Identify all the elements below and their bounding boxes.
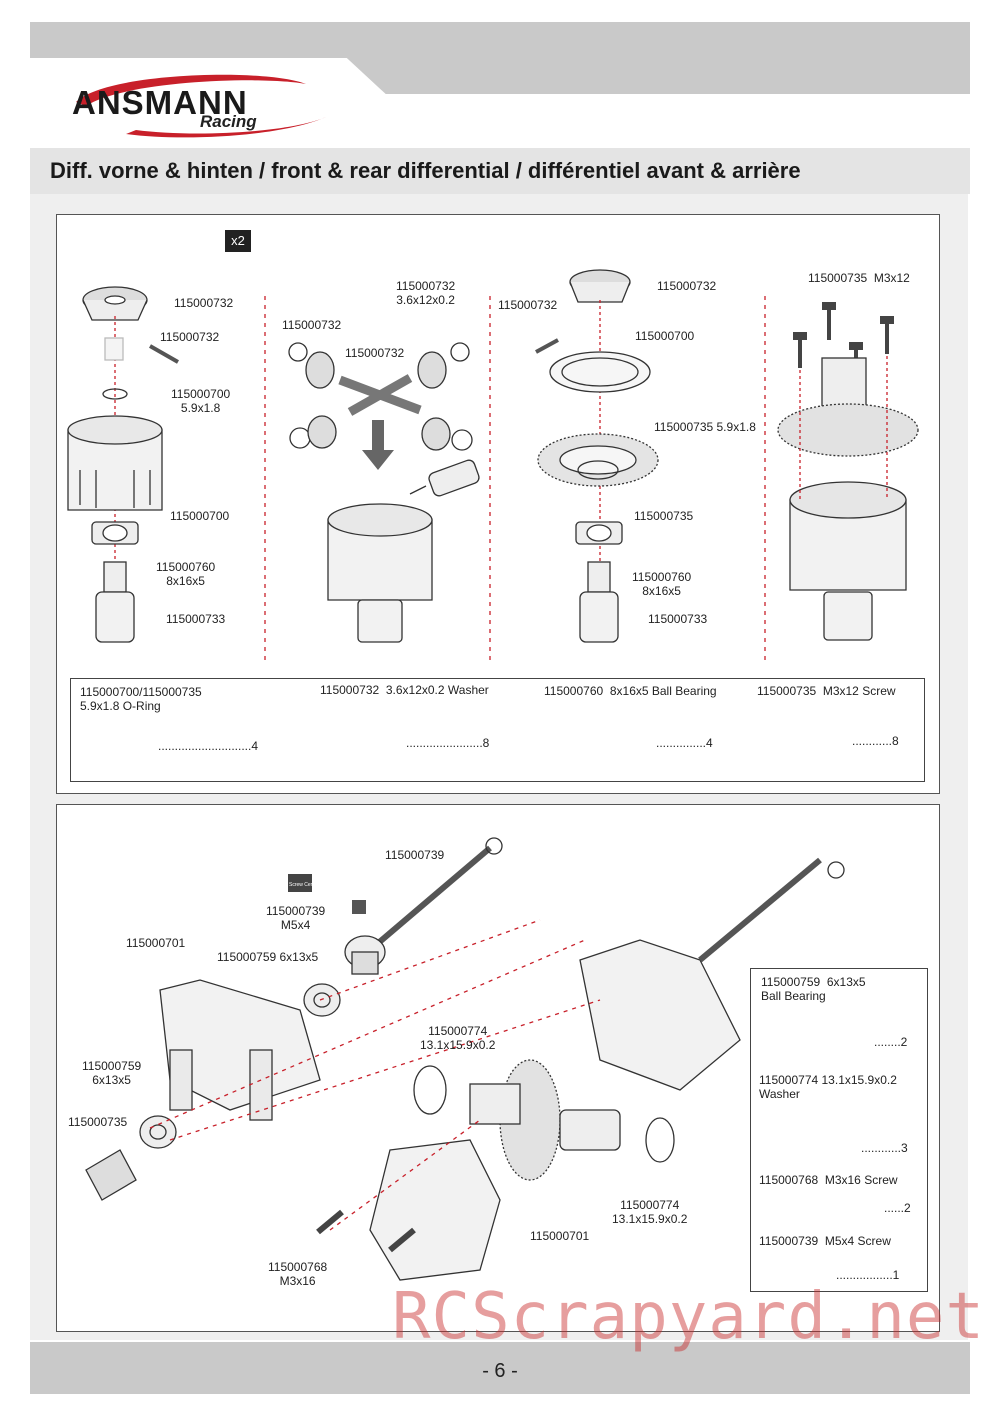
part-label: 115000700 [635,329,695,343]
washer-icon [645,1117,675,1163]
washer-icon [413,1065,447,1115]
bevel-gear-icon [82,286,148,321]
cup-joint-icon [344,935,386,975]
side-item-title: 115000774 13.1x15.9x0.2 Washer [759,1073,897,1101]
side-item-qty: ............3 [861,1141,908,1155]
ball-bearing-icon [91,521,139,545]
pinion-gear-icon [85,1149,137,1201]
grub-screw-icon [352,900,366,914]
part-label: 115000700 5.9x1.8 [171,387,231,415]
cup-joint-icon [579,561,619,643]
part-label: 115000733 [166,612,226,626]
part-label: 115000701 [126,936,186,950]
cup-joint-icon [95,561,135,643]
diff-assembly-icon [777,357,919,641]
brand-sub: Racing [200,112,257,131]
screw-icon [316,1209,416,1253]
center-diff-icon [469,1059,621,1181]
parts-item-qty: ...............4 [656,736,713,750]
drive-shaft-icon [698,857,822,963]
side-item-qty: ......2 [884,1201,911,1215]
side-parts-box [750,968,928,1292]
side-item-qty: .................1 [836,1268,900,1282]
part-label: 115000732 [345,346,405,360]
arrow-down-icon [362,420,394,470]
drive-shaft-icon [368,845,492,953]
part-label: 115000760 8x16x5 [632,570,692,598]
part-label: 115000774 13.1x15.9x0.2 [420,1024,496,1052]
logo-swoosh-icon [76,74,328,138]
multiplier-badge: x2 [225,230,251,252]
side-item-qty: ........2 [874,1035,908,1049]
part-label: 115000759 6x13x5 [82,1059,142,1087]
screw-cement-icon [288,874,312,892]
side-item-title: 115000759 6x13x5 Ball Bearing [761,975,866,1003]
brand-logo: ANSMANN Racing [66,72,336,142]
part-label: 115000732 [282,318,342,332]
spider-gears-icon [288,342,473,451]
part-label: 115000760 8x16x5 [156,560,216,588]
footer-band [30,1342,970,1394]
title-bar: Diff. vorne & hinten / front & rear diff… [30,148,970,194]
parts-list-box [70,678,925,782]
parts-item-title: 115000735 M3x12 Screw [757,684,896,698]
parts-item-qty: .......................8 [406,736,490,750]
oil-bottle-icon [409,459,480,497]
parts-item-qty: ............8 [852,734,899,748]
part-label: 115000735 [68,1115,128,1129]
brand-name: ANSMANN [72,84,248,121]
part-label: 115000774 13.1x15.9x0.2 [612,1198,688,1226]
part-label: 115000759 6x13x5 [217,950,319,964]
part-label: 115000732 [498,298,558,312]
part-label: 115000735 5.9x1.8 [654,420,756,434]
part-label: 115000732 [174,296,234,310]
parts-item-title: 115000732 3.6x12x0.2 Washer [320,683,489,697]
gearbox-housing-icon [159,979,321,1121]
part-label: 115000768 M3x16 [268,1260,328,1288]
page-title: Diff. vorne & hinten / front & rear diff… [50,158,801,183]
part-label: 115000739 [385,848,445,862]
parts-item-title: 115000700/115000735 5.9x1.8 O-Ring [80,685,202,713]
part-label: 115000733 [648,612,708,626]
bevel-gear-icon [569,269,631,303]
ball-bearing-icon [303,983,341,1017]
side-item-title: 115000739 M5x4 Screw [759,1234,891,1248]
parts-item-qty: ............................4 [158,739,259,753]
part-label: 115000735 [634,509,694,523]
diff-housing-filled-icon [327,503,433,643]
ring-gear-icon [537,433,659,487]
part-label: 115000735 M3x12 [808,271,910,285]
part-label: 115000732 [160,330,220,344]
page-number: - 6 - [482,1360,518,1382]
side-item-title: 115000768 M3x16 Screw [759,1173,898,1187]
part-label: 115000701 [530,1229,590,1243]
screws-icon [793,302,894,380]
part-label: 115000732 [657,279,717,293]
parts-item-title: 115000760 8x16x5 Ball Bearing [544,684,717,698]
gasket-icon [549,351,651,393]
diff-housing-icon [67,415,163,511]
lower-housing-icon [369,1139,501,1281]
gearbox-housing-icon [579,939,741,1091]
part-label: 115000732 3.6x12x0.2 [396,279,456,307]
ball-bearing-icon [575,521,623,545]
part-label: 115000739 M5x4 [266,904,326,932]
screw-cement-label: Screw Cement [289,882,322,888]
ball-bearing-icon [139,1115,177,1149]
part-label: 115000700 [170,509,230,523]
watermark: RCScrapyard.net [392,1280,985,1354]
